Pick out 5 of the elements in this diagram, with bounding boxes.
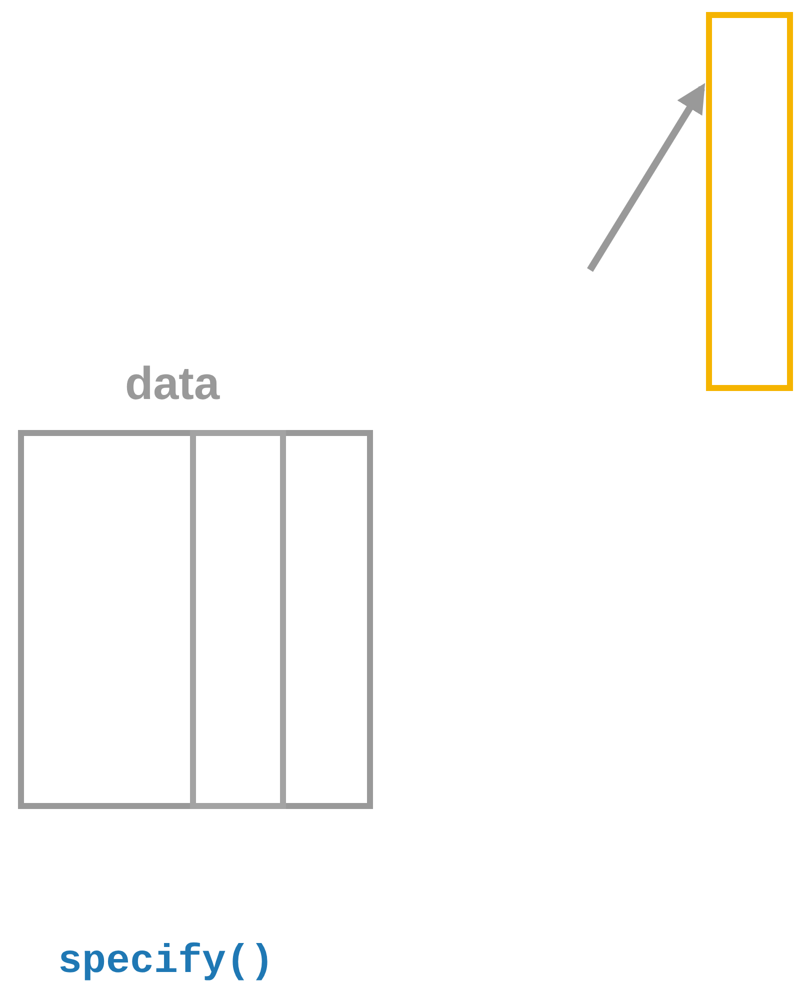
table-title: data — [125, 360, 220, 406]
function-name: specify() — [58, 943, 274, 983]
output-column — [706, 12, 793, 391]
arrow — [587, 83, 706, 272]
table-column — [190, 430, 286, 809]
